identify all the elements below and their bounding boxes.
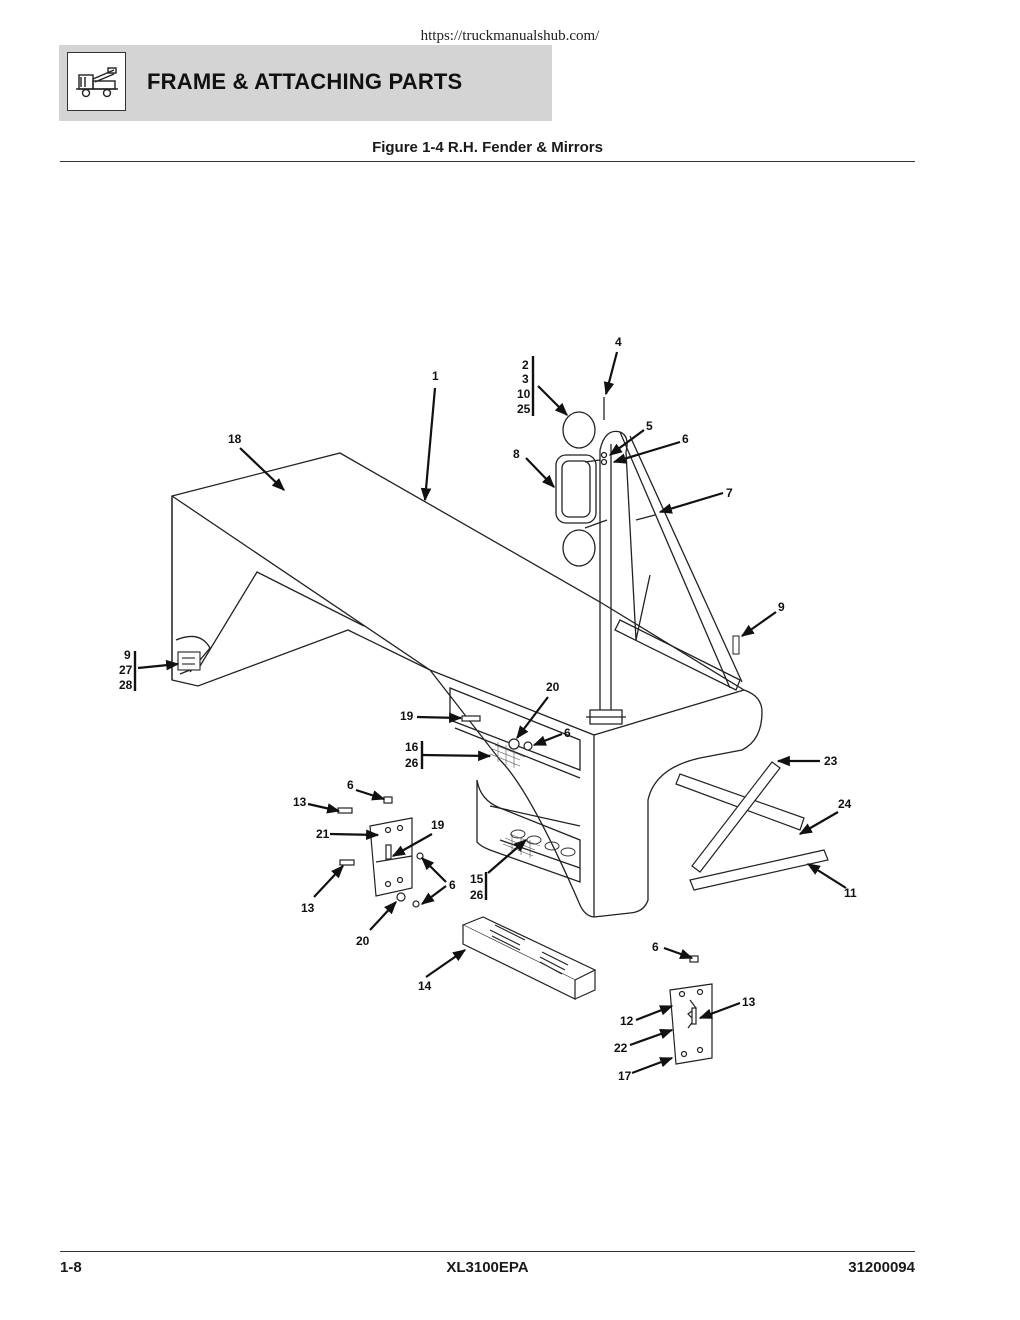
- callout-26-lower: 26: [470, 888, 484, 902]
- model-name: XL3100EPA: [446, 1259, 529, 1276]
- mirror-assembly: [555, 411, 608, 567]
- mirror-mast: [586, 397, 743, 725]
- callout-18: 18: [228, 432, 242, 446]
- callout-16: 16: [405, 740, 419, 754]
- callout-14: 14: [418, 979, 432, 993]
- callout-9-left: 9: [124, 648, 131, 662]
- top-rule: [60, 161, 915, 162]
- light-block: [177, 651, 201, 671]
- callout-6-lower: 6: [449, 878, 456, 892]
- bolt-9: [732, 635, 740, 655]
- callout-13-right: 13: [742, 995, 756, 1009]
- callout-15: 15: [470, 872, 484, 886]
- callout-19: 19: [400, 709, 414, 723]
- callout-9: 9: [778, 600, 785, 614]
- callout-28: 28: [119, 678, 133, 692]
- step-pad: [461, 916, 597, 1000]
- callout-3: 3: [522, 372, 529, 386]
- section-title: FRAME & ATTACHING PARTS: [147, 69, 463, 94]
- callout-11: 11: [844, 886, 857, 900]
- callout-8: 8: [513, 447, 520, 461]
- callout-13: 13: [293, 795, 307, 809]
- callout-20-lower: 20: [356, 934, 370, 948]
- document-number: 31200094: [848, 1259, 915, 1276]
- callout-19-bracket: 19: [431, 818, 445, 832]
- callout-7: 7: [726, 486, 733, 500]
- callout-5: 5: [646, 419, 653, 433]
- fender-body: [171, 452, 763, 918]
- page-number: 1-8: [60, 1259, 82, 1276]
- callout-group-bars: [133, 356, 535, 900]
- fender-slots: [510, 829, 576, 857]
- callout-24: 24: [838, 797, 852, 811]
- callout-12: 12: [620, 1014, 634, 1028]
- callout-13-lower: 13: [301, 901, 315, 915]
- callout-4: 4: [615, 335, 622, 349]
- callout-6-mid: 6: [564, 726, 571, 740]
- callout-6-bracket: 6: [347, 778, 354, 792]
- figure-title: Figure 1-4 R.H. Fender & Mirrors: [372, 139, 603, 156]
- callout-labels: 1 2 3 10 25 4 5 6 7 8 9 18 9 27 28 19 20…: [119, 335, 857, 1083]
- leader-arrows: [137, 351, 847, 1075]
- bottom-rule: [60, 1251, 915, 1252]
- callout-17: 17: [618, 1069, 632, 1083]
- callout-1: 1: [432, 369, 439, 383]
- section-header: FRAME & ATTACHING PARTS: [59, 45, 552, 121]
- callout-2: 2: [522, 358, 529, 372]
- step-bars: [675, 761, 829, 891]
- callout-10: 10: [517, 387, 531, 401]
- callout-26: 26: [405, 756, 419, 770]
- callout-23: 23: [824, 754, 838, 768]
- callout-27: 27: [119, 663, 133, 677]
- callout-6: 6: [682, 432, 689, 446]
- callout-6-right: 6: [652, 940, 659, 954]
- mirror-bracket-right: [669, 955, 713, 1065]
- callout-25: 25: [517, 402, 531, 416]
- callout-20: 20: [546, 680, 560, 694]
- source-url[interactable]: https://truckmanualshub.com/: [420, 28, 600, 44]
- callout-21: 21: [316, 827, 330, 841]
- telehandler-icon: [67, 52, 126, 111]
- mirror-bracket-left: [337, 715, 533, 908]
- callout-22: 22: [614, 1041, 628, 1055]
